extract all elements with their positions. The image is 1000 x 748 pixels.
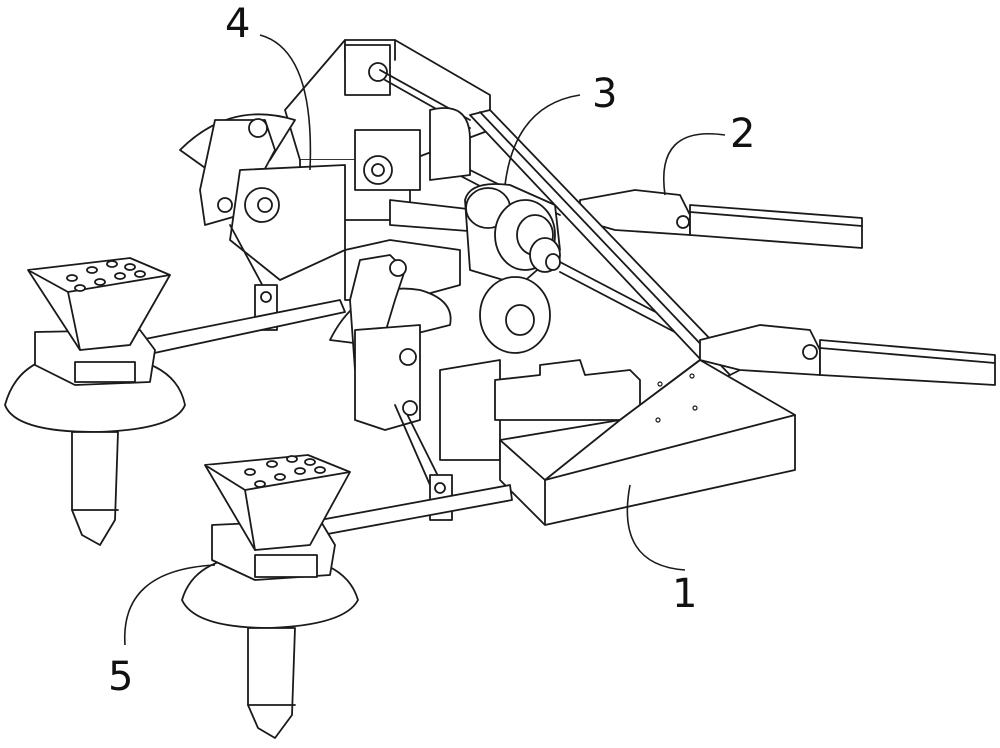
rear-arm [579,189,863,249]
wheel-unit-left [4,257,186,546]
leader-4 [259,34,312,171]
leader-1 [626,484,686,571]
label-5: 5 [108,654,133,700]
front-lever-assembly [329,239,551,521]
part-labels: 1 2 3 4 5 [108,1,755,700]
leader-lines [124,34,726,646]
leader-5 [124,564,216,646]
cleat-holes-left [66,260,146,292]
pulley-belt [464,183,691,341]
label-1: 1 [672,571,697,617]
wheel-unit-front [181,454,359,739]
label-4: 4 [225,1,250,47]
front-arm [699,324,996,386]
label-2: 2 [730,111,755,157]
base-frame [494,359,796,526]
cleat-holes-front [244,455,326,488]
leader-2 [663,133,726,196]
leader-3 [504,94,581,186]
label-3: 3 [592,71,617,117]
